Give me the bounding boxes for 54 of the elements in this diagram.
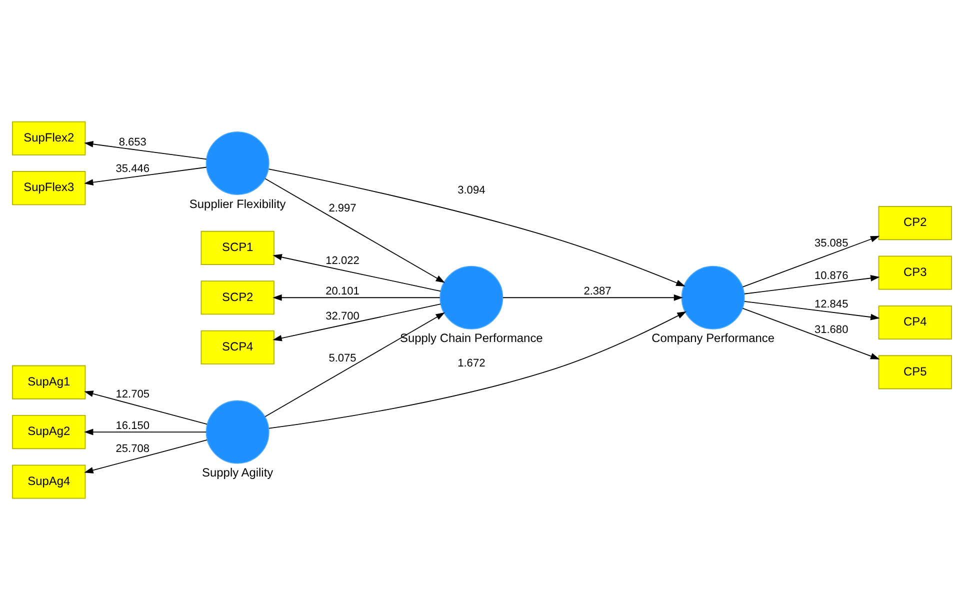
node-box: SCP2	[200, 280, 274, 315]
node-box: CP5	[878, 355, 952, 390]
arrow	[268, 311, 686, 429]
edge-label: 8.653	[118, 136, 146, 148]
edge-label: 1.672	[458, 357, 486, 370]
arrow	[742, 308, 880, 360]
node-box: SupAg4	[12, 464, 86, 499]
edge-label: 2.387	[584, 286, 612, 298]
edge-label: 10.876	[814, 270, 848, 282]
edge-label: 32.700	[326, 310, 360, 322]
node-box: CP4	[878, 305, 952, 340]
node-circle	[206, 131, 270, 195]
arrow	[744, 274, 880, 294]
node-circle	[206, 400, 270, 464]
arrow	[84, 390, 208, 425]
node-label: Supply Chain Performance	[400, 331, 543, 346]
arrow	[264, 312, 446, 418]
node-box: SupAg2	[12, 415, 86, 450]
node-box: SCP4	[200, 330, 274, 364]
arrow	[272, 294, 440, 301]
edge-label: 2.997	[328, 202, 356, 215]
arrow	[84, 428, 207, 436]
node-circle	[681, 266, 745, 330]
node-label: Supplier Flexibility	[189, 196, 286, 211]
edge-label: 35.446	[116, 163, 150, 176]
node-label: Company Performance	[652, 331, 775, 346]
edge-label: 12.705	[116, 388, 150, 401]
edge-label: 12.845	[814, 298, 848, 310]
arrow	[272, 254, 441, 292]
arrow	[84, 439, 208, 474]
node-label: Supply Agility	[202, 466, 274, 480]
arrow	[268, 168, 686, 286]
edge-label: 31.680	[814, 324, 848, 336]
node-box: SupFlex3	[12, 171, 86, 206]
edge-label: 35.085	[814, 238, 848, 250]
edge-label: 25.708	[116, 442, 150, 455]
node-box: CP3	[878, 256, 952, 290]
edge-label: 3.094	[458, 184, 486, 196]
node-box: SupFlex2	[12, 121, 86, 156]
arrow	[744, 300, 880, 320]
arrow	[264, 178, 446, 283]
arrow	[272, 304, 441, 342]
node-circle	[440, 266, 504, 330]
node-box: SCP1	[200, 230, 274, 265]
arrow	[502, 294, 684, 301]
arrow	[84, 166, 207, 186]
edge-label: 20.101	[326, 286, 360, 298]
node-box: SupAg1	[12, 365, 86, 400]
node-box: CP2	[878, 206, 952, 240]
edge-label: 16.150	[116, 420, 150, 432]
arrow	[742, 236, 880, 288]
arrow	[84, 140, 207, 160]
edge-label: 5.075	[328, 352, 356, 365]
edge-label: 12.022	[326, 255, 360, 268]
